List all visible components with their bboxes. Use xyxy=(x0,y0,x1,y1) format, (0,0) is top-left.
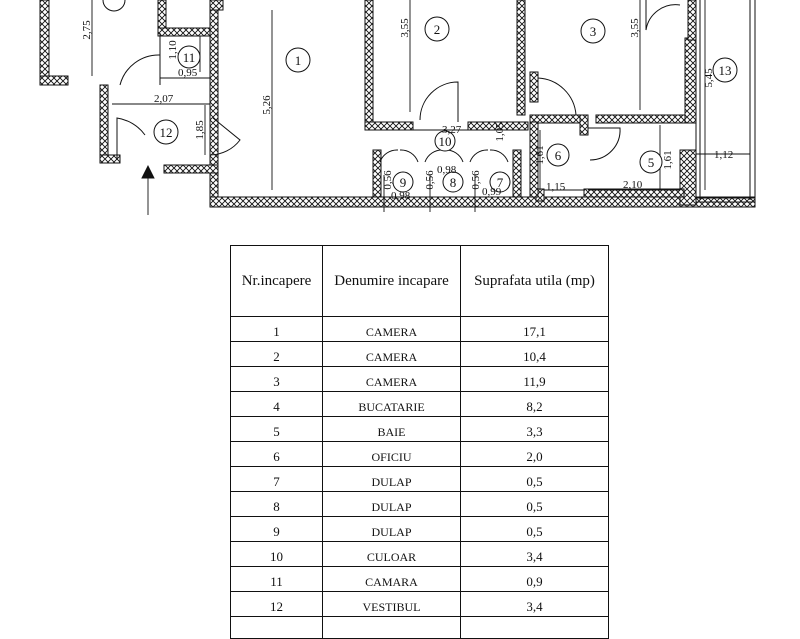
header-usable-area: Suprafata utila (mp) xyxy=(460,245,609,317)
room-number-cell: 6 xyxy=(230,441,323,467)
header-room-name: Denumire incapare xyxy=(322,245,461,317)
room-number: 11 xyxy=(183,50,196,65)
room-name-cell: VESTIBUL xyxy=(322,591,461,617)
room-number: 9 xyxy=(400,175,407,190)
dimension-label: 3,55 xyxy=(399,18,411,38)
room-number: 1 xyxy=(295,53,302,68)
room-area-cell: 3,3 xyxy=(460,416,609,442)
room-name-cell: OFICIU xyxy=(322,441,461,467)
room-number: 6 xyxy=(555,148,562,163)
dimension-label: 0,98 xyxy=(437,164,457,176)
dimension-label: 2,75 xyxy=(81,20,93,40)
room-number: 10 xyxy=(439,134,452,149)
room-number-cell: 7 xyxy=(230,466,323,492)
room-number: 5 xyxy=(648,155,655,170)
table-row xyxy=(230,616,609,639)
room-number-cell: 2 xyxy=(230,341,323,367)
room-area-cell: 0,9 xyxy=(460,566,609,592)
room-number: 7 xyxy=(497,175,504,190)
room-area-cell: 0,5 xyxy=(460,491,609,517)
room-number-cell: 9 xyxy=(230,516,323,542)
dimension-label: 1,12 xyxy=(714,149,733,161)
room-number: 3 xyxy=(590,24,597,39)
room-area-cell: 8,2 xyxy=(460,391,609,417)
room-number-cell: 8 xyxy=(230,491,323,517)
floor-plan: 1 2 3 5 6 7 8 9 10 11 12 13 2,75 5,26 3,… xyxy=(39,0,756,215)
room-area-cell: 2,0 xyxy=(460,441,609,467)
room-number: 13 xyxy=(719,63,732,78)
dimension-label: 2,10 xyxy=(623,179,643,191)
dimension-label: 1,15 xyxy=(546,181,566,193)
dimension-label: 0,56 xyxy=(470,170,482,190)
dimension-label: 0,56 xyxy=(382,170,394,190)
room-number-cell: 12 xyxy=(230,591,323,617)
room-name-cell: CAMARA xyxy=(322,566,461,592)
room-name-cell: DULAP xyxy=(322,466,461,492)
dimension-label: 0,99 xyxy=(482,186,502,198)
dimension-label: 3,27 xyxy=(442,124,462,136)
room-name-cell: DULAP xyxy=(322,491,461,517)
room-number: 12 xyxy=(160,125,173,140)
room-area-table: Nr.incapere Denumire incapare Suprafata … xyxy=(230,245,609,639)
dimension-label: 1,10 xyxy=(167,40,179,60)
room-area-cell: 0,5 xyxy=(460,466,609,492)
room-number: 8 xyxy=(450,175,457,190)
room-area-cell: 3,4 xyxy=(460,591,609,617)
walls xyxy=(39,0,756,208)
room-name-cell: BAIE xyxy=(322,416,461,442)
room-number-cell: 10 xyxy=(230,541,323,567)
room-number-cell: 11 xyxy=(230,566,323,592)
room-name-cell: CULOAR xyxy=(322,541,461,567)
dimension-label: 3,55 xyxy=(629,18,641,38)
dimension-label: 1,61 xyxy=(662,150,674,169)
room-number-cell: 5 xyxy=(230,416,323,442)
room-name-cell: CAMERA xyxy=(322,316,461,342)
dimension-label: 5,45 xyxy=(703,68,715,88)
room-area-cell: 17,1 xyxy=(460,316,609,342)
dimension-label: 0,95 xyxy=(178,67,198,79)
room-area-cell: 0,5 xyxy=(460,516,609,542)
dimension-label: 0,98 xyxy=(391,190,411,202)
room-number-cell: 3 xyxy=(230,366,323,392)
room-area-cell: 3,4 xyxy=(460,541,609,567)
dimension-label: 5,26 xyxy=(261,95,273,115)
room-number: 2 xyxy=(434,22,441,37)
dimension-label: 1,61 xyxy=(534,145,546,164)
table-header-row: Nr.incapere Denumire incapare Suprafata … xyxy=(230,245,609,317)
room-name-cell: DULAP xyxy=(322,516,461,542)
room-number-cell: 4 xyxy=(230,391,323,417)
room-area-cell: 10,4 xyxy=(460,341,609,367)
room-area-cell: 11,9 xyxy=(460,366,609,392)
dimension-label: 1,05 xyxy=(494,122,506,142)
room-number-cell: 1 xyxy=(230,316,323,342)
room-name-cell: CAMERA xyxy=(322,341,461,367)
dimension-label: 2,07 xyxy=(154,93,174,105)
dimension-label: 0,56 xyxy=(424,170,436,190)
dimension-label: 1,85 xyxy=(194,120,206,140)
room-name-cell: BUCATARIE xyxy=(322,391,461,417)
header-room-number: Nr.incapere xyxy=(230,245,323,317)
room-name-cell: CAMERA xyxy=(322,366,461,392)
